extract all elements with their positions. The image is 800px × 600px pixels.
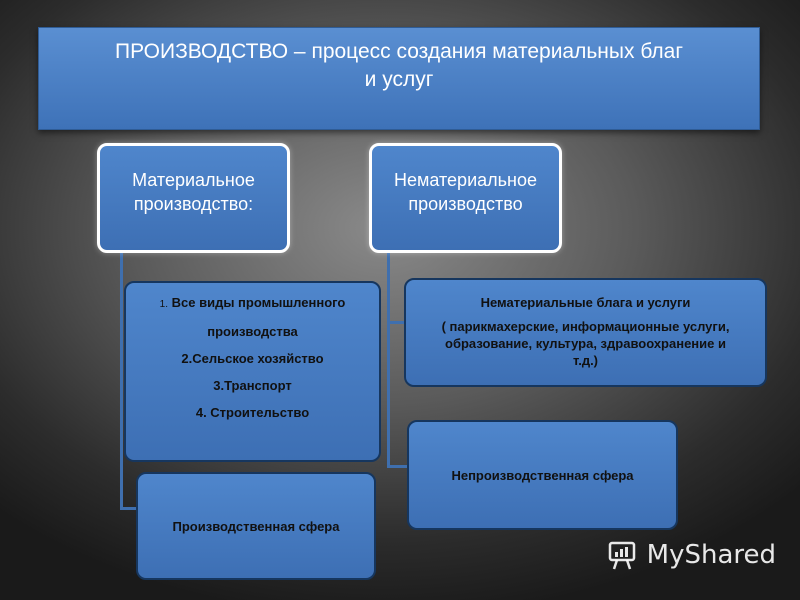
list-item-3: 3.Транспорт (213, 378, 292, 393)
material-header-line-2: производство: (133, 194, 254, 214)
nonproductive-sphere-box: Непроизводственная сфера (407, 420, 678, 530)
nonmaterial-connector-to-goods (387, 321, 406, 324)
list-item-1-continued: производства (207, 324, 298, 339)
list-item-1-number: 1. (159, 299, 169, 310)
nonmaterial-header-line-2: производство (408, 194, 523, 214)
list-item-1-text: Все виды промышленного (171, 295, 346, 310)
title-banner: ПРОИЗВОДСТВО – процесс создания материал… (38, 27, 760, 130)
watermark-text: MyShared (646, 540, 776, 570)
nonmaterial-goods-description: ( парикмахерские, информационные услуги,… (441, 319, 730, 368)
nonmaterial-goods-box: Нематериальные блага и услуги ( парикмах… (404, 278, 767, 387)
material-header-line-1: Материальное (132, 170, 255, 190)
material-connector-vertical (120, 253, 123, 510)
material-production-header: Материальное производство: (97, 143, 290, 253)
myshared-logo-icon (608, 541, 635, 570)
nonmaterial-header-line-1: Нематериальное (394, 170, 537, 190)
nonproductive-sphere-label: Непроизводственная сфера (451, 467, 634, 483)
list-item-4: 4. Строительство (195, 405, 310, 420)
nonmaterial-goods-title: Нематериальные блага и услуги (480, 295, 691, 310)
nonmaterial-production-header: Нематериальное производство (369, 143, 562, 253)
material-production-list: 1. Все виды промышленного производства 2… (124, 281, 381, 462)
list-item-2: 2.Сельское хозяйство (181, 351, 324, 366)
list-item-1: 1. Все виды промышленного (160, 289, 346, 318)
nonmaterial-connector-to-sphere (387, 465, 409, 468)
material-connector-to-sphere (120, 507, 138, 510)
productive-sphere-label: Производственная сфера (172, 518, 340, 534)
title-line-1: ПРОИЗВОДСТВО – процесс создания материал… (115, 40, 683, 63)
productive-sphere-box: Производственная сфера (136, 472, 376, 580)
title-line-2: и услуг (364, 68, 434, 91)
myshared-watermark: MyShared (607, 538, 776, 572)
nonmaterial-connector-vertical (387, 253, 390, 468)
